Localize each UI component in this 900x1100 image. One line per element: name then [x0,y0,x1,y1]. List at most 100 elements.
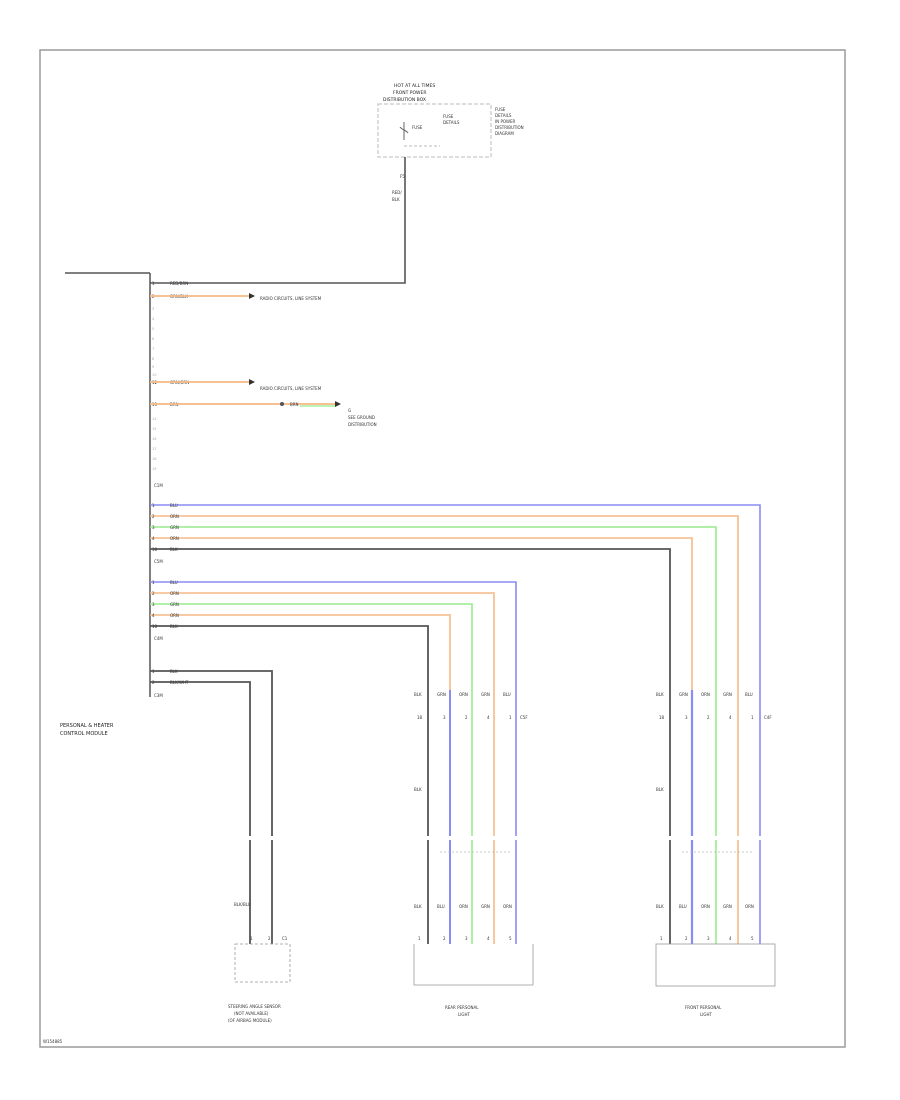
fuse-wire-label-1: RED/ [392,190,402,195]
fuse-inner-1: FUSE [443,114,454,119]
svg-text:16: 16 [152,437,156,441]
rear-top-pin-3: 2 [465,715,468,720]
h3-wire-blkwht [150,681,251,944]
h2-wire-orn-b [150,614,451,944]
harness-two: 1 2 3 4 18 BLU ORN GRN ORN BLK C4M [150,580,517,944]
h2-wire-1: BLU [170,580,178,585]
left-device-3: (OF AIRBAG MODULE) [228,1018,272,1023]
ground-line-1: G [348,408,351,413]
rear-bot-pin-3: 3 [465,936,468,941]
fuse-box-title-3: DISTRIBUTION BOX [383,97,426,103]
h1-pin-2: 2 [152,514,155,519]
h1-wire-5: BLK [170,547,178,552]
h1-wire-blk [150,548,671,944]
rear-bot-pin-2: 2 [443,936,446,941]
rear-connector: C5F [520,715,528,720]
h3-wire-1: BLK [170,669,178,674]
front-bot-pin-5: 5 [751,936,754,941]
h2-wire-blk [150,625,429,944]
left-pin-2: 2 [268,936,271,941]
svg-text:9: 9 [152,365,154,369]
connector-a: C1M [154,483,163,488]
pin-1: 1 [152,281,155,286]
rear-device-1: REAR PERSONAL [445,1005,479,1010]
h1-pin-4: 4 [152,536,155,541]
splice-dot [280,402,284,406]
left-device-1: STEERING ANGLE SENSOR [228,1004,281,1009]
h1-wire-4: ORN [170,536,179,541]
h2-pin-1: 1 [152,580,155,585]
rear-device-2: LIGHT [458,1012,471,1017]
front-bot-wire-4: GRN [723,904,732,909]
fuse-side-2: DETAILS [495,113,512,118]
front-device-box [655,943,776,987]
svg-text:7: 7 [152,347,154,351]
front-bot-wire-2: BLU [679,904,687,909]
front-bot-pin-1: 1 [660,936,663,941]
rear-top-wire-2: GRN [437,692,446,697]
svg-text:14: 14 [152,417,157,421]
h1-wire-blu [150,504,761,944]
harness-three: 1 2 BLK BLK/WHT C3M [150,669,273,944]
svg-text:4: 4 [152,317,155,321]
front-bot-wire-3: ORN [701,904,710,909]
rear-bot-wire-3: ORN [459,904,468,909]
fuse-symbol [399,122,409,140]
rear-bot-wire-4: GRN [481,904,490,909]
front-bot-pin-2: 2 [685,936,688,941]
h2-wire-4: ORN [170,613,179,618]
control-module: PERSONAL & HEATER CONTROL MODULE [60,272,151,737]
h2-wire-3: GRN [170,602,179,607]
rear-bot-wire-2: BLU [437,904,445,909]
h1-wire-2: ORN [170,514,179,519]
front-device-1: FRONT PERSONAL [685,1005,722,1010]
left-pin-conn: C1 [282,936,288,941]
harness-one: 1 2 3 4 18 BLU ORN GRN ORN BLK C5M [150,503,761,944]
h2-pin-3: 3 [152,602,155,607]
rear-top-pin-4: 4 [487,715,490,720]
fuse-side-4: DISTRIBUTION [495,125,524,130]
left-device: BLK/BLU 1 2 C1 STEERING ANGLE SENSOR (NO… [228,902,291,1023]
front-top-pin-1: 18 [659,715,665,720]
rear-light-branch: BLK GRN ORN GRN BLU 18 3 2 4 1 C5F BLK B… [413,692,534,1017]
h1-wire-1: BLU [170,503,178,508]
fuse-label: FUSE [412,125,423,130]
h1-wire-orn-a [150,515,739,944]
rear-mid-label: BLK [414,787,422,792]
ground-line-3: DISTRIBUTION [348,422,377,427]
svg-text:17: 17 [152,447,156,451]
left-device-2: (NOT AVAILABLE) [234,1011,269,1016]
front-bot-wire-1: BLK [656,904,664,909]
footer-code: W154885 [43,1039,63,1044]
rear-bot-wire-5: ORN [503,904,512,909]
svg-text:11: 11 [152,381,156,385]
rear-bot-wire-1: BLK [414,904,422,909]
front-top-wire-2: GRN [679,692,688,697]
front-top-pin-5: 1 [751,715,754,720]
pin-12-dest: RADIO CIRCUITS, LINE SYSTEM [260,386,322,391]
h3-connector: C3M [154,693,163,698]
front-bot-wire-5: ORN [745,904,754,909]
h2-connector: C4M [154,636,163,641]
front-top-pin-4: 4 [729,715,732,720]
front-light-branch: BLK GRN ORN GRN BLU 18 3 2 4 1 C4F BLK B… [655,692,776,1017]
h1-pin-3: 3 [152,525,155,530]
front-device-2: LIGHT [700,1012,713,1017]
h2-wire-grn [150,603,473,944]
rear-bot-pin-5: 5 [509,936,512,941]
fuse-box-title-2: FRONT POWER [393,90,426,96]
fuse-pin: F5 [400,174,405,179]
front-mid-label: BLK [656,787,664,792]
splice-wire: BRN [290,402,299,407]
rear-top-wire-1: BLK [414,692,422,697]
fuse-side-5: DIAGRAM [495,131,514,136]
fuse-side-3: IN POWER [495,119,515,124]
rear-bot-pin-1: 1 [418,936,421,941]
upper-pins: 1 RED/BRN 2 ORN/BLK RADIO CIRCUITS, LINE… [150,281,377,488]
pin-2-dest: RADIO CIRCUITS, LINE SYSTEM [260,296,322,301]
h1-pin-1: 1 [152,503,155,508]
front-top-wire-1: BLK [656,692,664,697]
svg-text:5: 5 [152,327,154,331]
